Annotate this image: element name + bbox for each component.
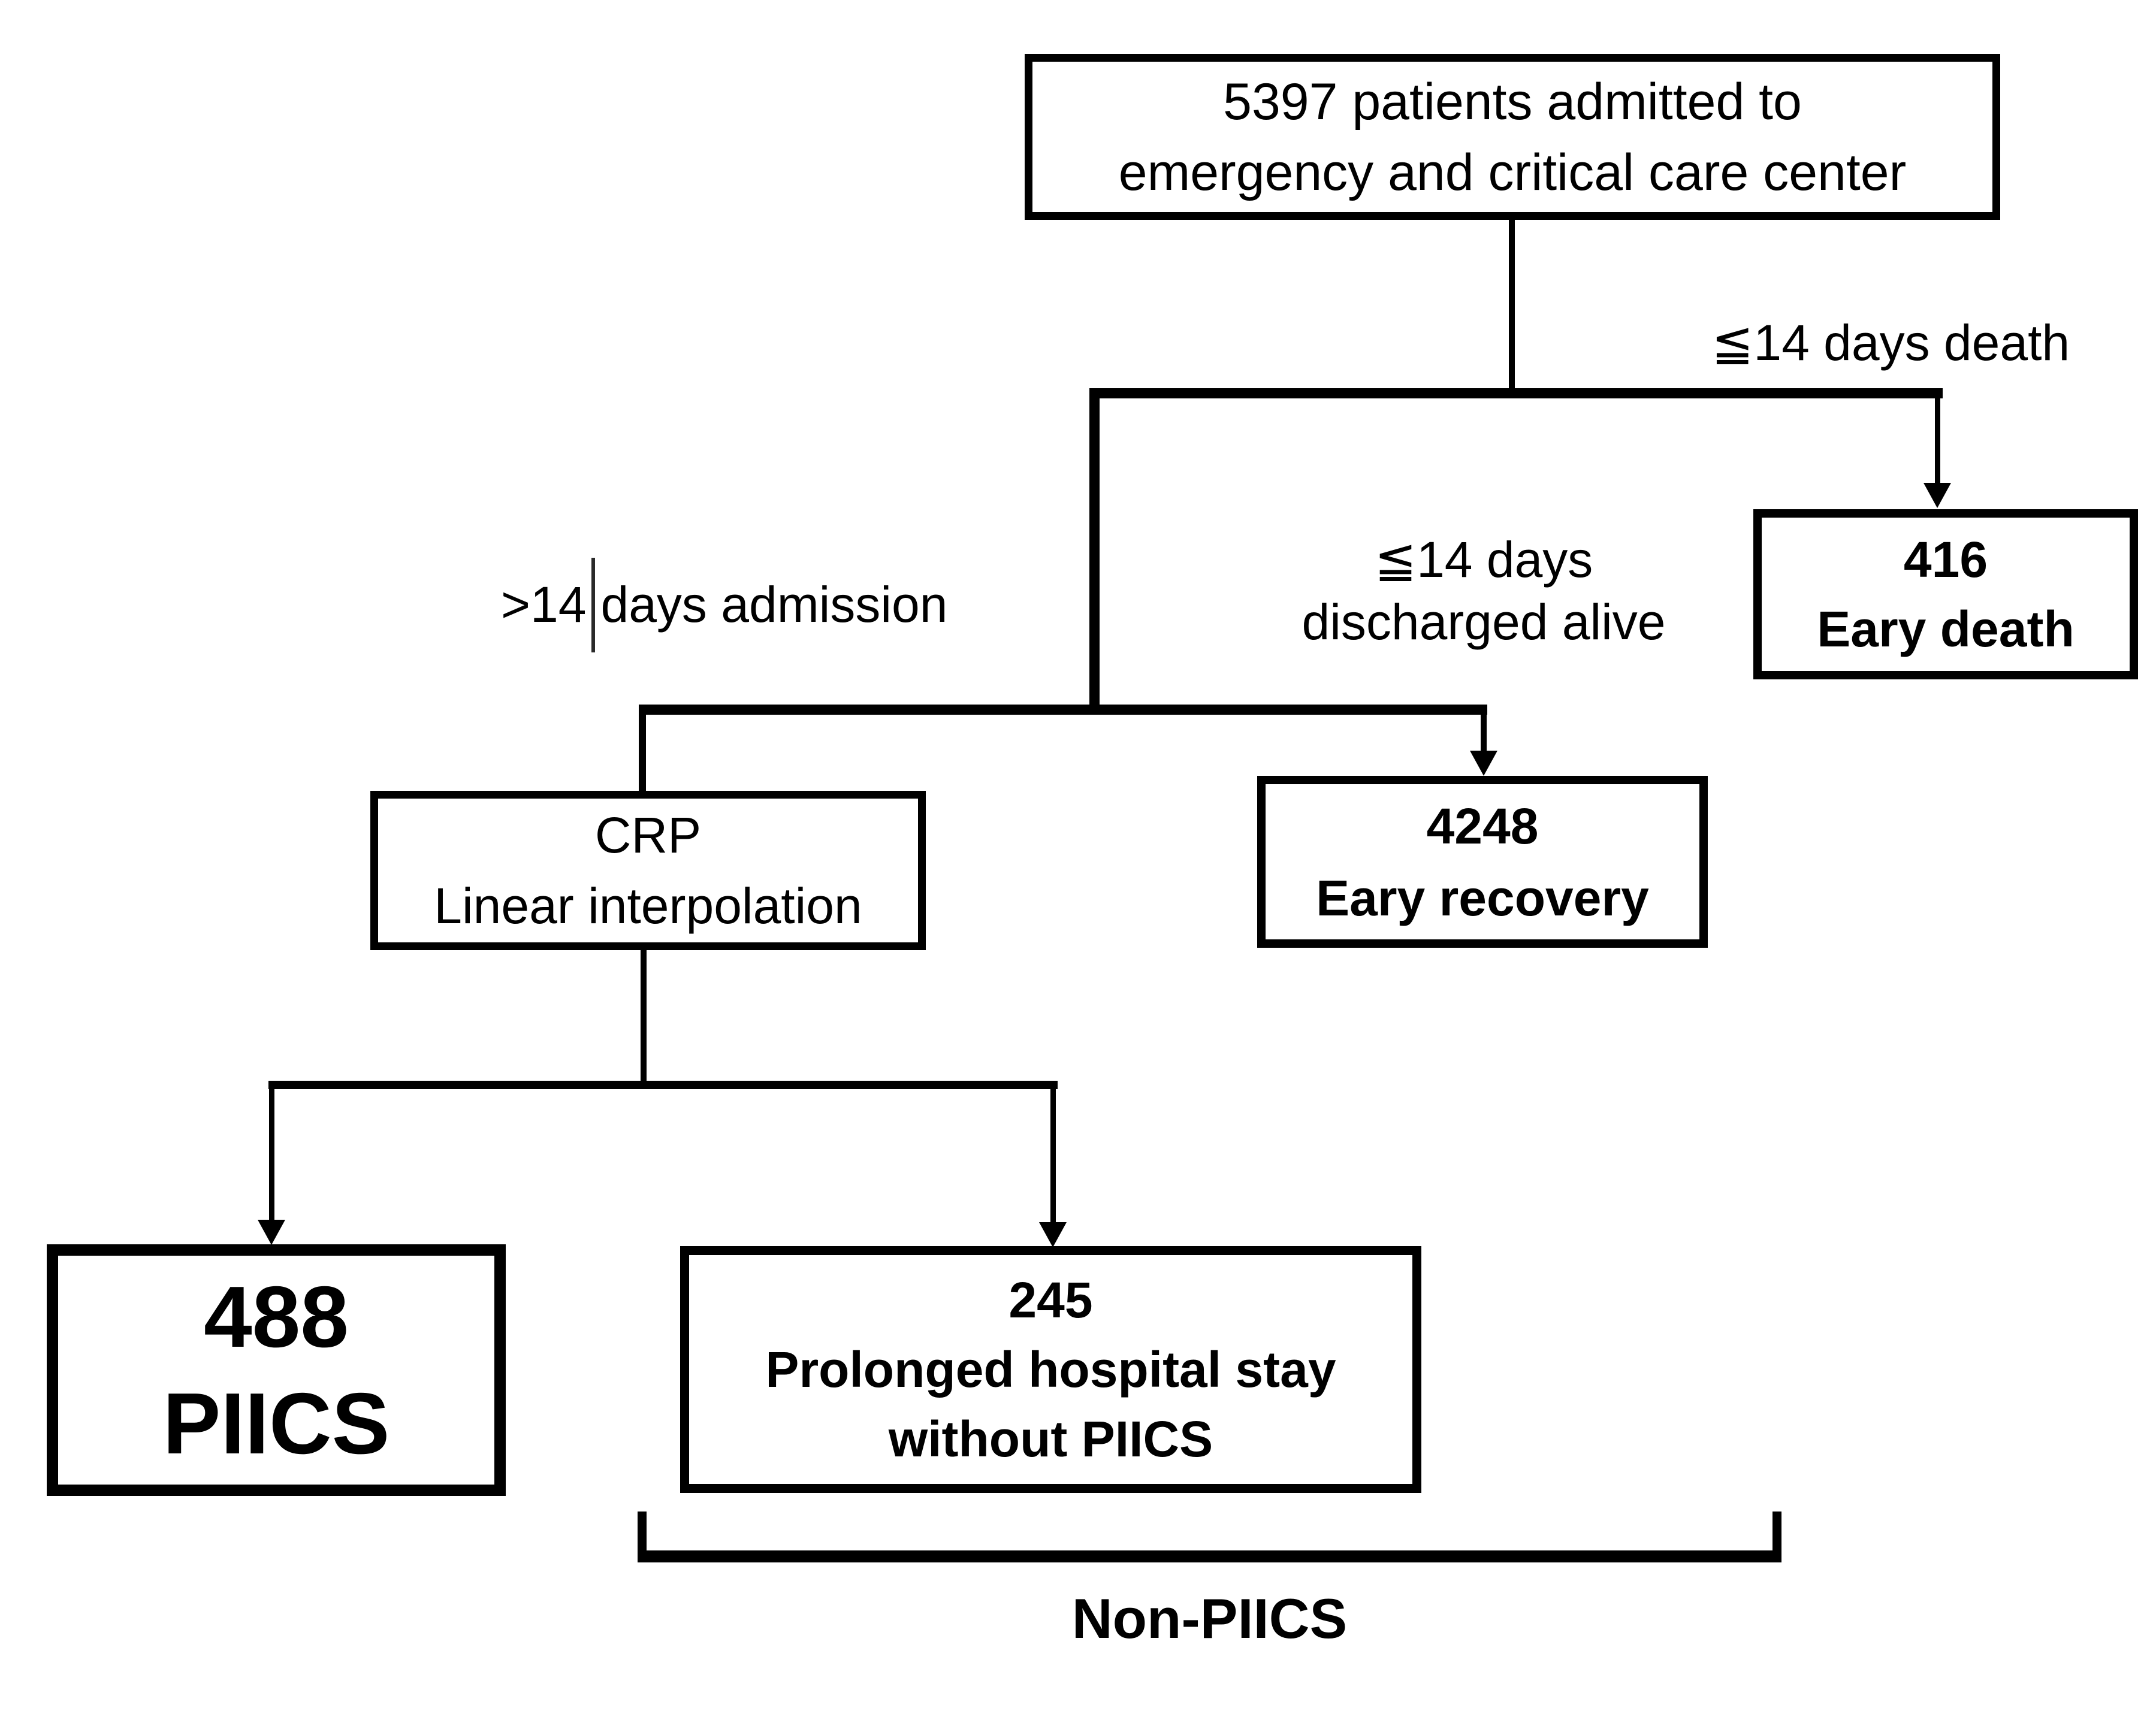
label-discharged-line1: ≦14 days — [1374, 531, 1593, 588]
node-prolonged-line2: without PIICS — [888, 1411, 1213, 1467]
node-piics-name: PIICS — [162, 1375, 390, 1472]
branch-split2-hline — [639, 705, 1487, 715]
edge-crp-out-vline — [641, 949, 647, 1084]
bracket-bar — [638, 1550, 1781, 1562]
node-piics-count: 488 — [204, 1268, 349, 1365]
branch-split3-hline — [268, 1081, 1058, 1089]
arrowhead-prolonged — [1039, 1222, 1067, 1247]
node-early-recovery-name: Eary recovery — [1316, 869, 1649, 926]
connector-trunk-line — [1509, 219, 1515, 391]
node-admitted-line2: emergency and critical care center — [1118, 143, 1907, 201]
node-prolonged-line1: Prolonged hospital stay — [765, 1341, 1336, 1398]
arrowhead-early-recovery — [1470, 751, 1497, 776]
node-early-recovery-box: 4248 Eary recovery — [1257, 776, 1708, 948]
node-crp-line1: CRP — [594, 807, 702, 863]
bracket-right-tick — [1772, 1512, 1781, 1562]
bracket-left-tick — [638, 1512, 647, 1562]
edge-prolonged-vline — [1050, 1087, 1056, 1223]
node-prolonged-count: 245 — [1008, 1272, 1093, 1328]
edge-crp-vline — [639, 713, 646, 792]
node-admitted-line1: 5397 patients admitted to — [1223, 72, 1802, 131]
branch-split1-left-vline — [1089, 388, 1100, 712]
node-crp-box: CRP Linear interpolation — [370, 791, 926, 950]
label-non-piics: Non-PIICS — [1071, 1587, 1348, 1650]
arrowhead-piics — [258, 1220, 285, 1245]
label-early-death-branch: ≦14 days death — [1711, 315, 2070, 371]
node-early-death-name: Eary death — [1817, 601, 2075, 657]
edge-piics-vline — [269, 1087, 274, 1222]
text-cursor-artifact — [591, 558, 595, 652]
node-prolonged-box: 245 Prolonged hospital stay without PIIC… — [680, 1246, 1421, 1493]
label-admission-branch: >14 days admission — [501, 557, 947, 653]
node-piics-box: 488 PIICS — [47, 1244, 506, 1496]
edge-early-death-vline — [1935, 397, 1940, 485]
label-discharged-branch: ≦14 days discharged alive — [1270, 528, 1697, 653]
branch-split1-hline — [1089, 388, 1943, 398]
label-discharged-line2: discharged alive — [1302, 594, 1666, 650]
node-crp-line2: Linear interpolation — [434, 878, 862, 934]
node-early-recovery-count: 4248 — [1426, 797, 1539, 854]
node-early-death-count: 416 — [1903, 531, 1988, 588]
edge-early-recovery-vline — [1481, 713, 1487, 754]
node-early-death-box: 416 Eary death — [1753, 509, 2138, 679]
arrowhead-early-death — [1924, 483, 1951, 508]
label-admission-pre: >14 — [501, 576, 587, 633]
label-admission-post: days admission — [600, 576, 948, 633]
node-admitted-box: 5397 patients admitted to emergency and … — [1025, 54, 2000, 220]
